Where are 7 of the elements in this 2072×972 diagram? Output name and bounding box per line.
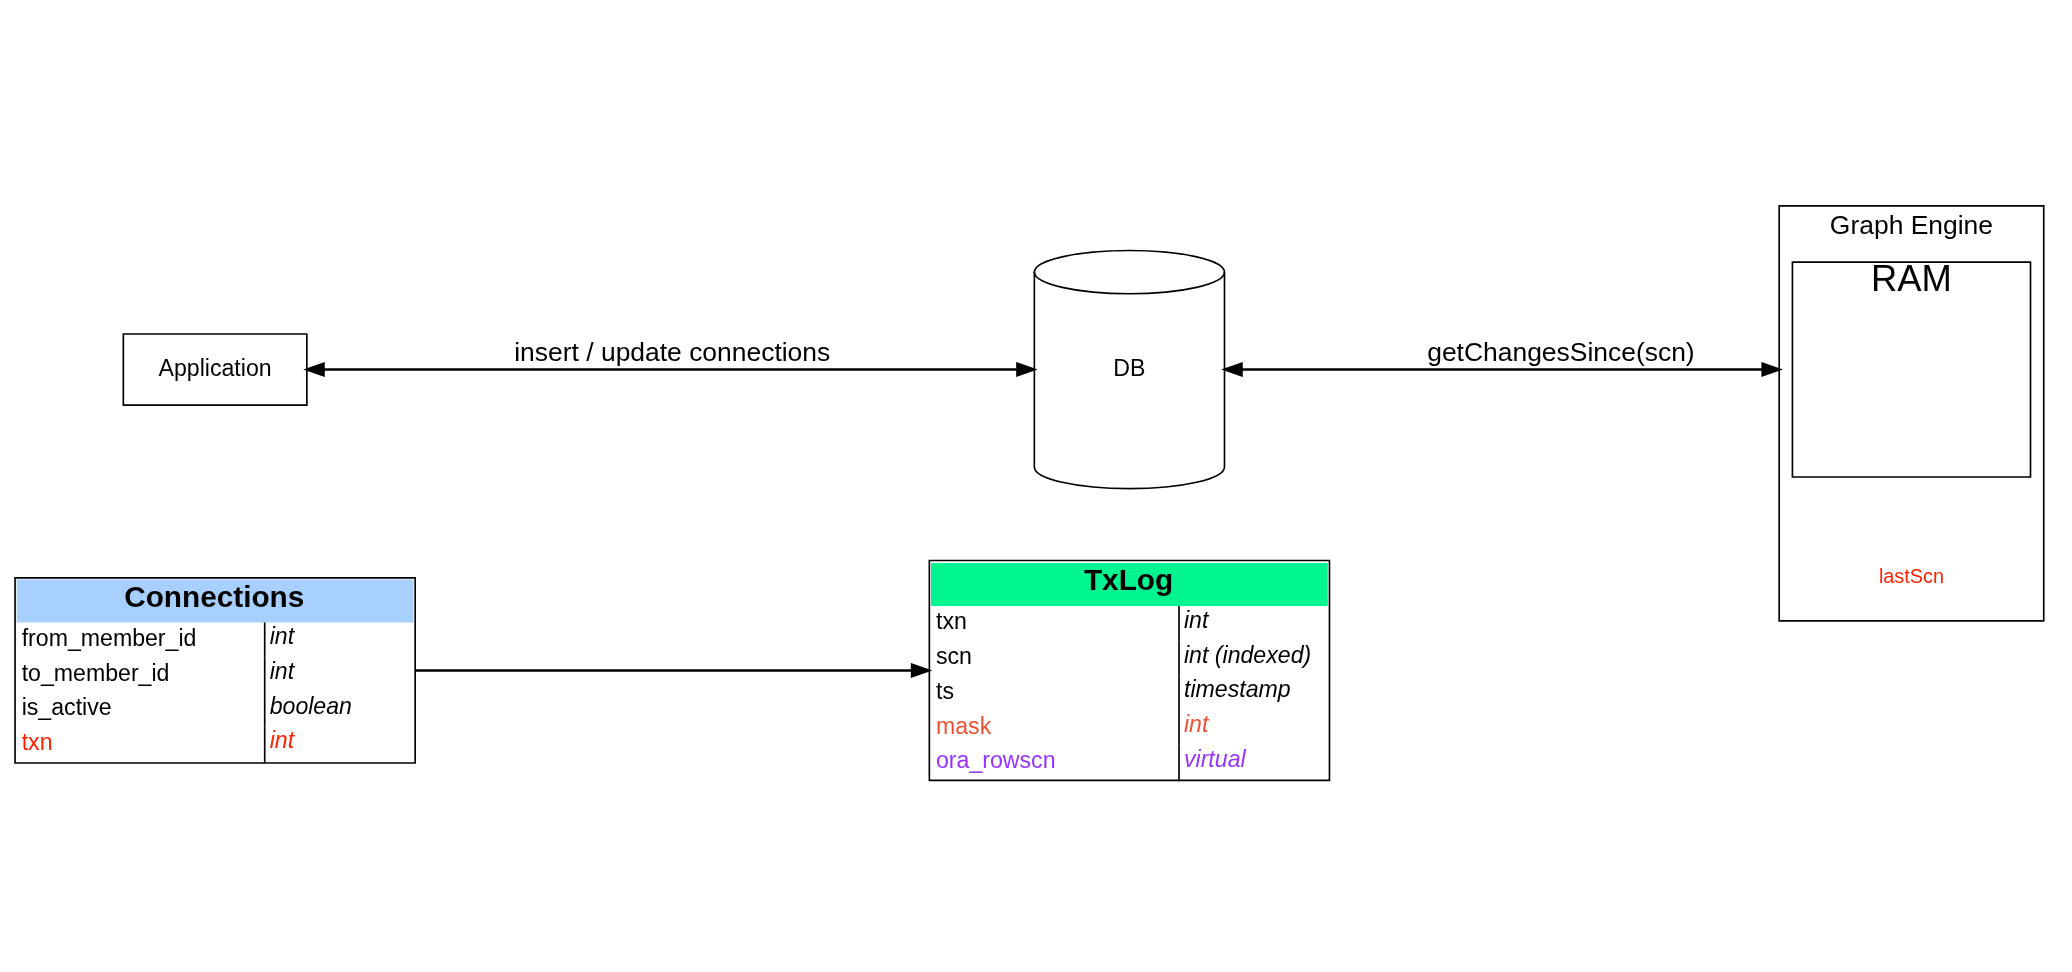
arrow <box>303 361 1038 377</box>
arrow <box>1221 361 1783 377</box>
arrow <box>415 662 933 678</box>
node-box: Application <box>122 332 308 406</box>
node-box: RAM <box>1791 260 2032 478</box>
edge-label: getChangesSince(scn) <box>1427 336 1695 367</box>
edge-label: insert / update connections <box>514 336 831 367</box>
